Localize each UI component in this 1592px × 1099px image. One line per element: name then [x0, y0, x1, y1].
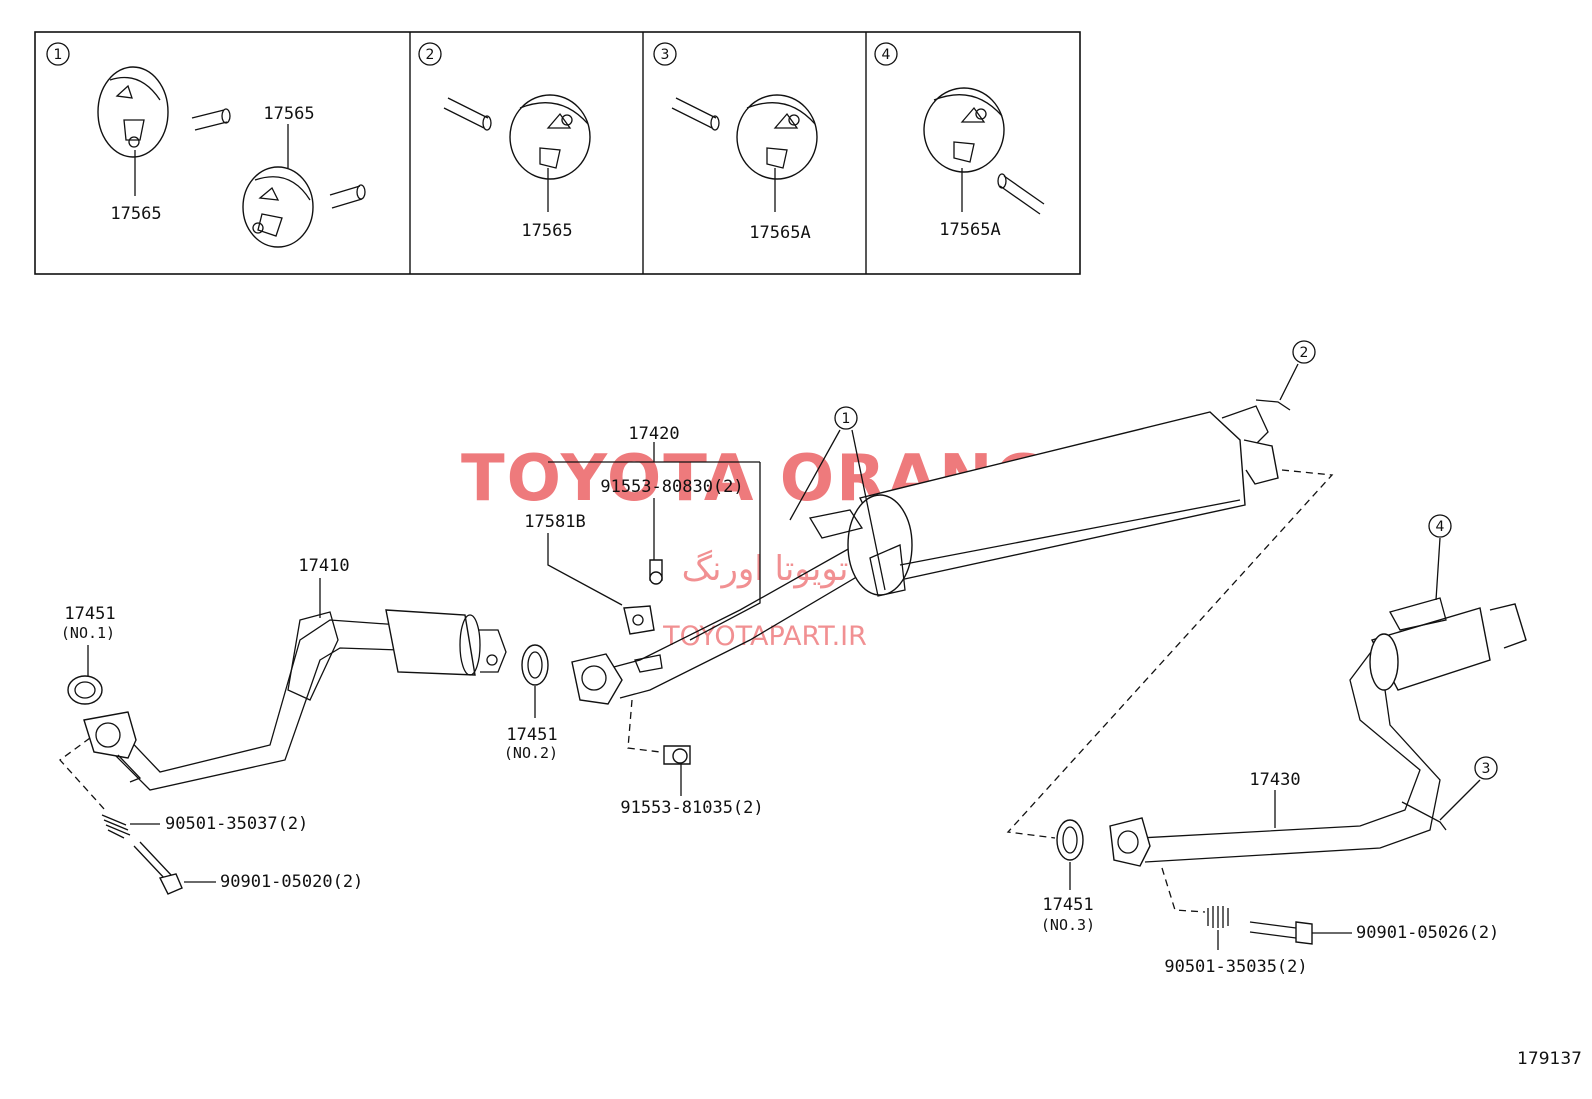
callout-3: 3: [1482, 761, 1491, 777]
rubber-hanger-icon: [242, 166, 314, 248]
gasket-no3-icon: [1056, 819, 1084, 861]
panel-3-number: 3: [661, 47, 670, 63]
gasket-no2-icon: [521, 644, 549, 686]
callout-2: 2: [1300, 345, 1309, 361]
detail-panel-1: 1 17565 17565: [46, 42, 366, 248]
part-label-17451: 17451: [64, 604, 115, 624]
part-sub-label-no2: (NO.2): [504, 744, 558, 762]
part-label-90501-35035: 90501-35035(2): [1164, 957, 1307, 977]
detail-panel-2: 2 17565: [418, 42, 591, 241]
part-label-17420: 17420: [628, 424, 679, 444]
hanger-rod-icon: [329, 184, 366, 209]
part-label-91553-81035: 91553-81035(2): [620, 798, 763, 818]
detail-panel-4: 4 17565A: [874, 42, 1045, 240]
spring-icon: [1207, 906, 1229, 928]
watermark-site: TOYOTAPART.IR: [662, 621, 867, 652]
callout-1: 1: [842, 411, 851, 427]
spring-icon: [101, 814, 131, 839]
rubber-hanger-icon: [736, 94, 818, 180]
panel-1-number: 1: [54, 47, 63, 63]
bolt-icon: [133, 841, 183, 895]
detail-panel-3: 3 17565A: [653, 42, 818, 243]
callout-4: 4: [1436, 519, 1445, 535]
bolt-icon: [649, 559, 663, 585]
gasket-no1-icon: [67, 675, 103, 705]
part-sub-label-no1: (NO.1): [61, 624, 115, 642]
part-label-17451: 17451: [1042, 895, 1093, 915]
rubber-hanger-icon: [509, 94, 591, 180]
part-label-17565A: 17565A: [939, 220, 1000, 240]
part-label-17565: 17565: [110, 204, 161, 224]
part-label-17565A: 17565A: [749, 223, 810, 243]
panel-2-number: 2: [426, 47, 435, 63]
hanger-rod-icon: [671, 97, 720, 131]
hanger-rod-icon: [443, 97, 492, 131]
clamp-icon: [623, 605, 655, 635]
part-label-90501-35037: 90501-35037(2): [165, 814, 308, 834]
bolt-icon: [1249, 921, 1313, 945]
part-sub-label-no3: (NO.3): [1041, 916, 1095, 934]
front-exhaust-pipe-17410: [83, 609, 507, 791]
part-label-17581B: 17581B: [524, 512, 585, 532]
detail-panels-frame: [34, 31, 1081, 275]
part-label-90901-05020: 90901-05020(2): [220, 872, 363, 892]
part-label-17430: 17430: [1249, 770, 1300, 790]
part-label-17451: 17451: [506, 725, 557, 745]
part-label-17565: 17565: [263, 104, 314, 124]
part-label-17410: 17410: [298, 556, 349, 576]
tail-pipe-17430: [1109, 597, 1527, 867]
hanger-rod-icon: [997, 173, 1045, 215]
panel-4-number: 4: [882, 47, 891, 63]
part-label-17565: 17565: [521, 221, 572, 241]
hanger-rod-icon: [191, 108, 231, 131]
watermark-persian: تویوتا اورنگ: [682, 549, 849, 589]
center-pipe-muffler-17420: [571, 399, 1291, 705]
rubber-hanger-icon: [923, 87, 1005, 173]
rubber-hanger-icon: [97, 66, 169, 158]
part-label-90901-05026: 90901-05026(2): [1356, 923, 1499, 943]
part-label-91553-80830: 91553-80830(2): [600, 477, 743, 497]
figure-number: 179137: [1517, 1049, 1582, 1069]
bolt-icon: [663, 745, 691, 765]
